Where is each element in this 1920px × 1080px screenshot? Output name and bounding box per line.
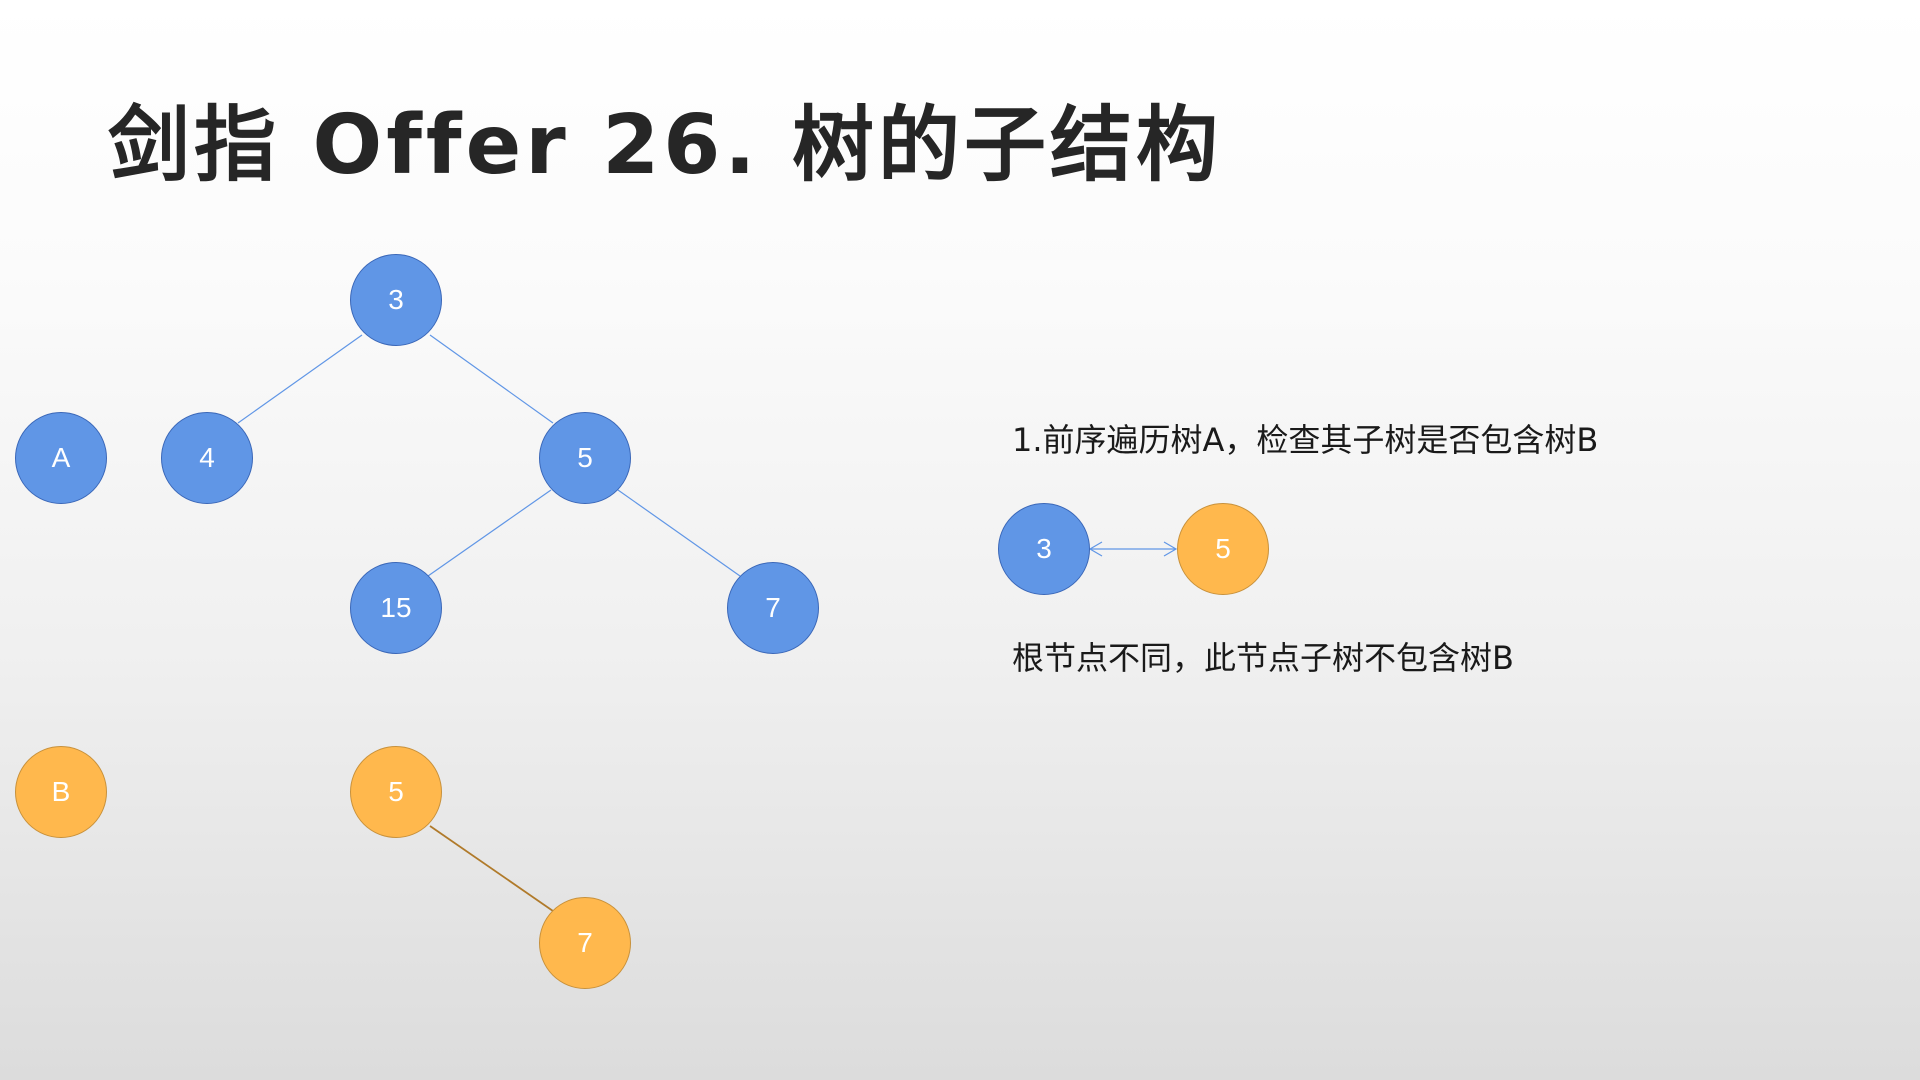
tree-b-node-right: 7: [539, 897, 631, 989]
tree-b-node-root: 5: [350, 746, 442, 838]
tree-a-label-node: A: [15, 412, 107, 504]
edge-a-5-15: [427, 489, 552, 577]
compare-node-b: 5: [1177, 503, 1269, 595]
tree-a-node-right-left: 15: [350, 562, 442, 654]
tree-a-node-root: 3: [350, 254, 442, 346]
edge-a-3-5: [429, 334, 554, 424]
compare-node-a: 3: [998, 503, 1090, 595]
tree-a-node-right-right: 7: [727, 562, 819, 654]
edge-a-3-4: [237, 334, 363, 424]
edge-b-5-7: [429, 825, 554, 912]
step-result: 根节点不同，此节点子树不包含树B: [1012, 639, 1514, 677]
compare-arrow: [1088, 541, 1178, 557]
tree-a-node-left: 4: [161, 412, 253, 504]
tree-b-label-node: B: [15, 746, 107, 838]
step-description: 1.前序遍历树A，检查其子树是否包含树B: [1012, 421, 1599, 459]
page-title: 剑指 Offer 26. 树的子结构: [108, 98, 1223, 193]
edge-a-5-7: [617, 489, 741, 577]
tree-a-node-right: 5: [539, 412, 631, 504]
